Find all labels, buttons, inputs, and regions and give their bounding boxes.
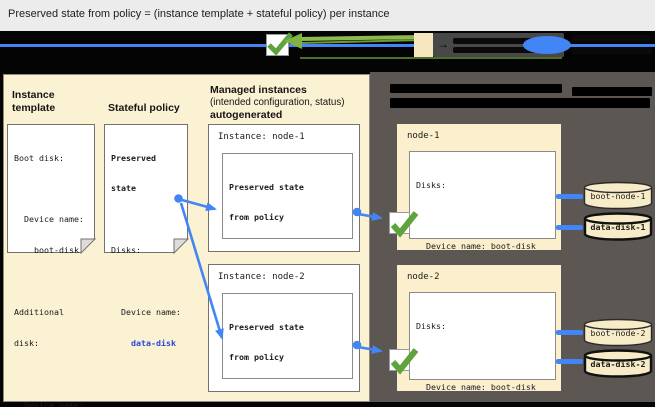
legend-text-blob [453,38,556,44]
legend-text-blob [453,47,549,53]
disk-attachment-line [556,359,583,364]
disk-cylinder-data-disk-1: data-disk-1 [583,212,653,246]
doc-line: Device name: [111,307,181,318]
instance-title: Instance: node-1 [218,132,305,142]
green-check-icon [267,32,293,56]
dark-heading-blob [390,84,562,93]
disk-attachment-line [556,330,583,335]
disk-cylinder-boot-node-1: boot-node-1 [583,181,653,215]
legend-template-chip [414,33,433,57]
doc-line-data-disk: data-disk [111,337,176,348]
dark-heading-blob [390,98,650,108]
doc-line: Disks: [111,245,141,256]
managed-instances-subheading: (intended configuration, status) [210,97,345,108]
preserved-state-check-node-2 [389,348,419,375]
cylinder-icon [583,349,653,378]
page-fold-icon [80,238,97,255]
attachment-line [0,44,655,47]
preserved-state-line: from policy [229,352,284,363]
boot-device-line: Device name: boot-disk [416,382,536,393]
legend-text-blob [572,35,650,42]
vm-node-2-disks-box: Disks: Device name: boot-disk Disk name:… [409,292,556,392]
stateful-policy-doc: Preserved state Disks: Device name: data… [104,124,190,348]
cylinder-icon [583,212,653,241]
preserved-state-box: Preserved state from policy Disks: Devic… [222,153,353,346]
preserved-state-line: Preserved state [229,321,304,332]
disk-label: boot-node-2 [590,328,646,338]
disk-label: data-disk-1 [590,222,646,232]
green-check-icon [390,348,419,375]
disks-label: Disks: [416,320,446,331]
instance-template-doc: Boot disk: Device name: boot-disk Additi… [7,124,97,407]
legend-checkmark-icon [266,32,293,56]
legend-green-line [300,57,562,59]
doc-line: boot-disk [14,245,79,256]
diagram-title: Preserved state from policy = (instance … [8,8,390,20]
legend-green-arrow-icon [284,33,423,49]
disk-attachment-line [556,194,583,199]
boot-device-line: Device name: boot-disk [416,241,536,252]
cylinder-icon [583,318,653,347]
managed-instance-node-2: Instance: node-2 Preserved state from po… [208,264,360,392]
doc-line: Additional [14,307,64,318]
instance-template-heading: Instance template [12,89,56,114]
preserved-state-line: from policy [229,212,284,223]
stateful-policy-heading: Stateful policy [108,102,180,114]
disk-label: data-disk-2 [590,359,646,369]
vm-name: node-2 [407,272,440,282]
doc-line: Device name: [14,214,84,225]
legend-disk-icon [523,36,571,54]
vm-node-1-disks-box: Disks: Device name: boot-disk Disk name:… [409,151,556,375]
disk-label: boot-node-1 [590,191,646,201]
doc-line: Boot disk: [14,152,64,163]
dark-heading-blob [572,87,652,96]
preserved-state-line: Preserved state [229,181,304,192]
doc-line: Device name: [14,399,84,407]
page-fold-icon [173,238,190,255]
disks-label: Disks: [416,179,446,190]
doc-line: disk: [14,337,39,348]
instance-title: Instance: node-2 [218,272,305,282]
doc-line: Preserved [111,152,156,163]
vm-name: node-1 [407,131,440,141]
legend-mini-arrow-icon: → [437,37,449,51]
managed-instances-heading: Managed instances [210,84,307,96]
disk-cylinder-boot-node-2: boot-node-2 [583,318,653,352]
disk-cylinder-data-disk-2: data-disk-2 [583,349,653,383]
managed-instances-subheading2: autogenerated [210,109,283,121]
legend-text-blob [572,47,652,54]
doc-line: state [111,183,136,194]
managed-instance-node-1: Instance: node-1 Preserved state from po… [208,124,360,346]
disk-attachment-line [556,225,583,230]
managed-instances-heading-block: Managed instances (intended configuratio… [210,84,370,122]
green-check-icon [390,211,419,238]
preserved-state-check-node-1 [389,211,419,238]
preserved-state-box: Preserved state from policy Disks: Devic… [222,293,353,379]
title-bar: Preserved state from policy = (instance … [0,0,655,31]
cylinder-icon [583,181,653,210]
